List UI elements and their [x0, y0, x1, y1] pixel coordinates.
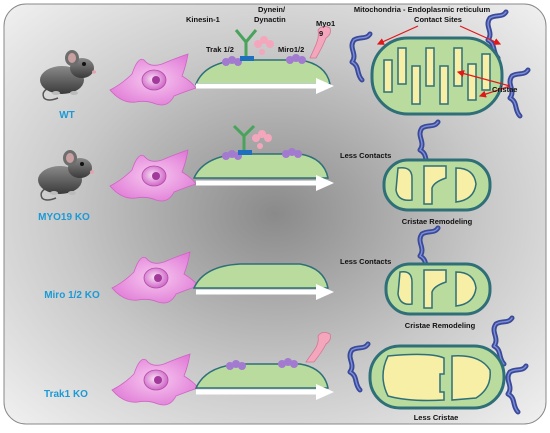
red-arrow — [478, 85, 511, 98]
label-miro: Miro1/2 — [278, 45, 304, 54]
myo19-motor — [305, 332, 331, 363]
cristae-miro-ko — [397, 269, 477, 309]
row-label-myo19-ko: MYO19 KO — [38, 212, 90, 223]
row-miro-ko: Miro 1/2 KO Less Contacts Cristae Remode… — [44, 228, 492, 330]
row-trak1-ko: Trak1 KO Less Cristae — [44, 318, 526, 422]
row-myo19-ko: MYO19 KO Less Contacts Cristae Remodelin… — [37, 122, 492, 226]
label-dynactin: Dynactin — [254, 15, 286, 24]
cristae-myo19-ko — [395, 165, 477, 205]
mitochondrion-segment — [194, 363, 329, 389]
transport-arrow-head — [316, 78, 334, 94]
dynein-complex — [254, 36, 274, 55]
outer-mito-proteins — [222, 148, 302, 160]
label-contact-sites-1: Mitochondria - Endoplasmic reticulum — [354, 5, 491, 14]
label-cristae-remodeling: Cristae Remodeling — [402, 217, 473, 226]
red-arrow — [456, 70, 511, 87]
label-cristae-remodeling: Cristae Remodeling — [405, 321, 476, 330]
cristae-wt — [383, 47, 491, 105]
label-contact-sites-2: Contact Sites — [414, 15, 462, 24]
cristae-trak1-ko — [382, 353, 491, 402]
label-less-contacts: Less Contacts — [340, 151, 391, 160]
dynein-complex — [252, 130, 272, 149]
row-wt: WT Kinesin-1 Dynein/ Dynactin Myo1 9 Tra… — [39, 5, 528, 121]
outer-mito-proteins — [226, 358, 298, 370]
kinesin-motor — [232, 124, 256, 150]
red-arrow — [459, 25, 502, 45]
label-kinesin: Kinesin-1 — [186, 15, 220, 24]
mitochondrion-segment — [192, 263, 329, 289]
label-trak: Trak 1/2 — [206, 45, 234, 54]
label-myo19-a: Myo1 — [316, 19, 335, 28]
trak-adaptor — [238, 150, 252, 155]
row-label-trak1-ko: Trak1 KO — [44, 389, 88, 400]
label-myo19-b: 9 — [319, 29, 323, 38]
red-arrow — [376, 25, 419, 45]
row-label-wt: WT — [59, 110, 75, 121]
outer-mito-proteins — [222, 54, 306, 66]
label-cristae: Cristae — [492, 85, 517, 94]
myo19-motor — [309, 26, 331, 59]
label-less-cristae: Less Cristae — [414, 413, 459, 422]
label-dynein: Dynein/ — [258, 5, 286, 14]
row-label-miro-ko: Miro 1/2 KO — [44, 290, 100, 301]
kinesin-motor — [234, 29, 258, 56]
trak-adaptor — [240, 56, 254, 61]
transport-arrow-head — [316, 175, 334, 191]
transport-arrow-head — [316, 384, 334, 400]
label-less-contacts: Less Contacts — [340, 257, 391, 266]
transport-arrow-head — [316, 284, 334, 300]
